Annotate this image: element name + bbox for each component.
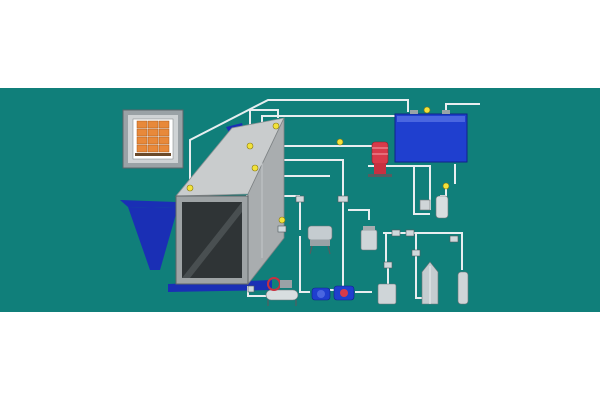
vessel-cylinder-b <box>377 283 397 305</box>
indicator-lamp-icons <box>186 106 450 224</box>
vessel-narrow-bottle <box>457 271 469 305</box>
vessel-tall-column <box>421 261 439 305</box>
air-compressor <box>265 277 299 306</box>
crate-icon <box>135 120 171 156</box>
vessel-mixer <box>307 225 333 255</box>
vessel-cylinder-c <box>419 195 449 219</box>
motor-pump <box>368 141 392 177</box>
vacuum-pump <box>311 285 355 301</box>
crate-stack-window <box>122 109 184 169</box>
gate-valve-icons <box>247 195 459 293</box>
vessel-cylinder-a <box>360 226 378 251</box>
storage-tank <box>394 110 468 163</box>
autoclave-chamber <box>175 117 285 286</box>
